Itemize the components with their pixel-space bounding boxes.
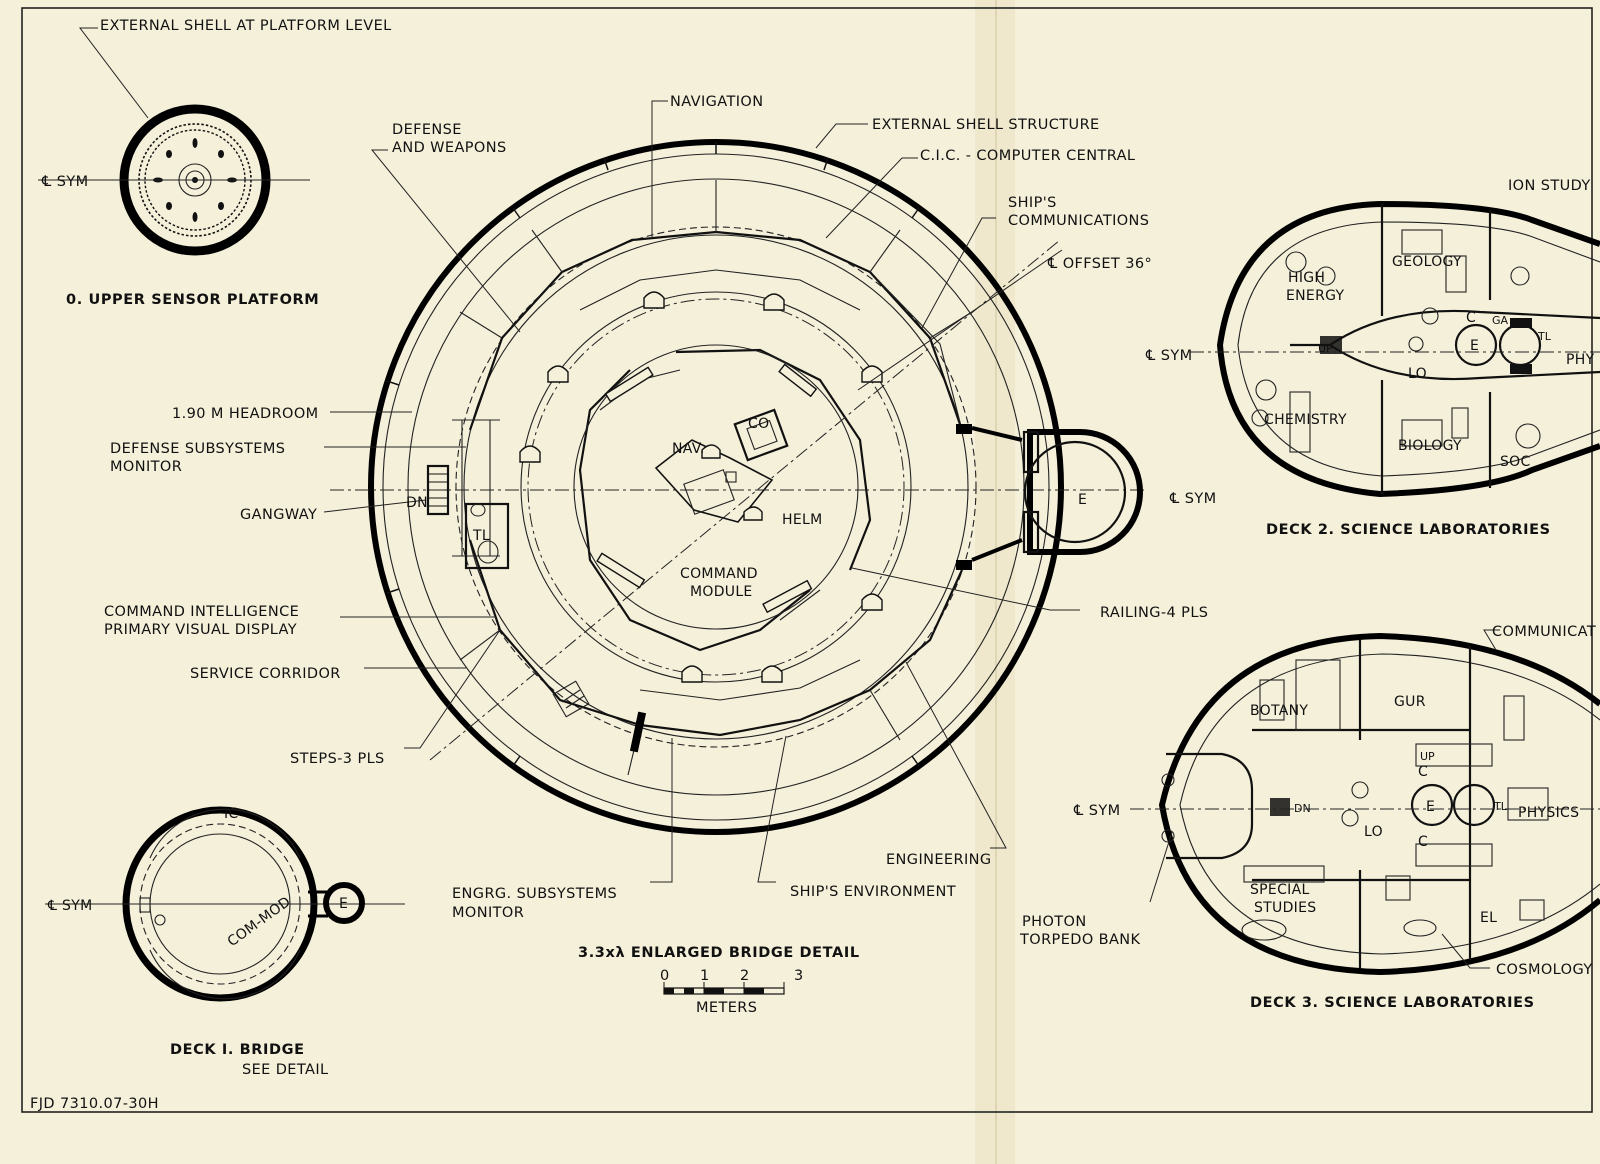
nav-label: NAV. — [672, 441, 705, 457]
deck2-ion-study-label: ION STUDY — [1508, 178, 1591, 194]
deck3-plan — [1130, 629, 1600, 976]
bridge-detail-plan — [323, 100, 1146, 883]
gangway-label: GANGWAY — [240, 507, 317, 523]
ships-comm-label-1: SHIP'S — [1008, 195, 1057, 211]
deck3-e-label: E — [1426, 799, 1435, 815]
deck2-phy-label: PHY — [1566, 352, 1595, 368]
command-module-label-2: MODULE — [690, 584, 753, 600]
deck3-communicat-label: COMMUNICAT — [1492, 624, 1596, 640]
elevator-e-label: E — [1078, 492, 1087, 508]
sensor-sym-label: ℄ SYM — [41, 174, 89, 190]
helm-label: HELM — [782, 512, 822, 528]
upper-sensor-platform — [38, 27, 310, 256]
deck2-ga-label: GA — [1492, 314, 1509, 327]
drawing-id: FJD 7310.07-30H — [30, 1096, 159, 1112]
deck3-sym-label: ℄ SYM — [1073, 803, 1121, 819]
deck2-sym-label: ℄ SYM — [1145, 348, 1193, 364]
deck1-title: DECK I. BRIDGE — [170, 1042, 305, 1058]
steps-label: STEPS-3 PLS — [290, 751, 385, 767]
deck2-geology-label: GEOLOGY — [1392, 254, 1462, 270]
scale-tick-2: 2 — [740, 968, 750, 984]
bridge-detail-title: 3.3xλ ENLARGED BRIDGE DETAIL — [578, 945, 860, 961]
deck3-botany-label: BOTANY — [1250, 703, 1308, 719]
defense-weapons-label-2: AND WEAPONS — [392, 140, 507, 156]
ships-environment-label: SHIP'S ENVIRONMENT — [790, 884, 956, 900]
engrg-subsystems-label-2: MONITOR — [452, 905, 524, 921]
engineering-label: ENGINEERING — [886, 852, 992, 868]
bridge-sym-label: ℄ SYM — [1169, 491, 1217, 507]
drawing-border — [21, 7, 1593, 1113]
command-intel-label-2: PRIMARY VISUAL DISPLAY — [104, 622, 297, 638]
external-shell-label: EXTERNAL SHELL STRUCTURE — [872, 117, 1100, 133]
scale-tick-1: 1 — [700, 968, 710, 984]
deck3-photon-label-2: TORPEDO BANK — [1019, 932, 1141, 948]
defense-subsystems-label-1: DEFENSE SUBSYSTEMS — [110, 441, 285, 457]
deck3-dn-label: DN — [1294, 802, 1311, 815]
command-module-label-1: COMMAND — [680, 566, 758, 582]
deck3-c-label-upper: C — [1418, 764, 1428, 780]
deck3-special-label-2: STUDIES — [1254, 900, 1316, 916]
deck1-e-label: E — [339, 896, 348, 912]
scale-tick-0: 0 — [660, 968, 670, 984]
railing-label: RAILING-4 PLS — [1100, 605, 1208, 621]
deck2-soc-label: SOC — [1500, 454, 1531, 470]
deck2-plan — [1190, 200, 1600, 498]
tl-label: TL — [472, 528, 490, 544]
shell-leader — [78, 27, 149, 119]
deck2-chemistry-label: CHEMISTRY — [1264, 412, 1347, 428]
offset-label: ℄ OFFSET 36° — [1047, 256, 1152, 272]
deck3-photon-label-1: PHOTON — [1022, 914, 1087, 930]
sensor-platform-title: 0. UPPER SENSOR PLATFORM — [66, 292, 319, 308]
deck3-c-label-lower: C — [1418, 834, 1428, 850]
engrg-subsystems-label-1: ENGRG. SUBSYSTEMS — [452, 886, 617, 902]
deck2-high-label: HIGH — [1288, 270, 1325, 286]
deck3-tl-label: TL — [1493, 800, 1508, 813]
deck2-biology-label: BIOLOGY — [1398, 438, 1462, 454]
defense-weapons-label-1: DEFENSE — [392, 122, 462, 138]
deck3-special-label-1: SPECIAL — [1250, 882, 1310, 898]
deck2-title: DECK 2. SCIENCE LABORATORIES — [1266, 522, 1551, 538]
sensor-shell-label: EXTERNAL SHELL AT PLATFORM LEVEL — [100, 18, 392, 34]
navigation-label: NAVIGATION — [670, 94, 763, 110]
deck1-plan — [45, 806, 405, 1002]
deck3-physics-label: PHYSICS — [1518, 805, 1579, 821]
deck3-up-label: UP — [1420, 750, 1435, 763]
dn-label: DN — [406, 495, 428, 511]
scale-bar — [663, 982, 785, 995]
deck1-subtitle: SEE DETAIL — [242, 1062, 328, 1078]
deck3-title: DECK 3. SCIENCE LABORATORIES — [1250, 995, 1535, 1011]
headroom-label: 1.90 M HEADROOM — [172, 406, 319, 422]
co-label: CO — [748, 416, 769, 432]
deck2-up-label: UP — [1318, 342, 1333, 355]
deck3-gur-label: GUR — [1394, 694, 1426, 710]
scale-unit: METERS — [696, 1000, 757, 1016]
deck3-el-label: EL — [1480, 910, 1497, 926]
deck2-c-label: C — [1466, 310, 1476, 326]
deck2-tl-label: TL — [1537, 330, 1552, 343]
scale-tick-3: 3 — [794, 968, 804, 984]
deck2-e-label: E — [1470, 338, 1479, 354]
defense-subsystems-label-2: MONITOR — [110, 459, 182, 475]
deck2-lo-label: LO — [1408, 366, 1427, 382]
ships-comm-label-2: COMMUNICATIONS — [1008, 213, 1149, 229]
command-intel-label-1: COMMAND INTELLIGENCE — [104, 604, 299, 620]
cic-label: C.I.C. - COMPUTER CENTRAL — [920, 148, 1135, 164]
deck3-lo-label: LO — [1364, 824, 1383, 840]
page-fold — [975, 0, 1015, 1164]
deck1-ic-label: IC — [224, 806, 239, 822]
service-corridor-label: SERVICE CORRIDOR — [190, 666, 341, 682]
elevator-pod — [971, 426, 1143, 562]
turbolift — [464, 502, 510, 570]
deck2-energy-label: ENERGY — [1286, 288, 1345, 304]
deck3-cosmology-label: COSMOLOGY — [1496, 962, 1593, 978]
deck1-sym-label: ℄ SYM — [47, 898, 92, 914]
